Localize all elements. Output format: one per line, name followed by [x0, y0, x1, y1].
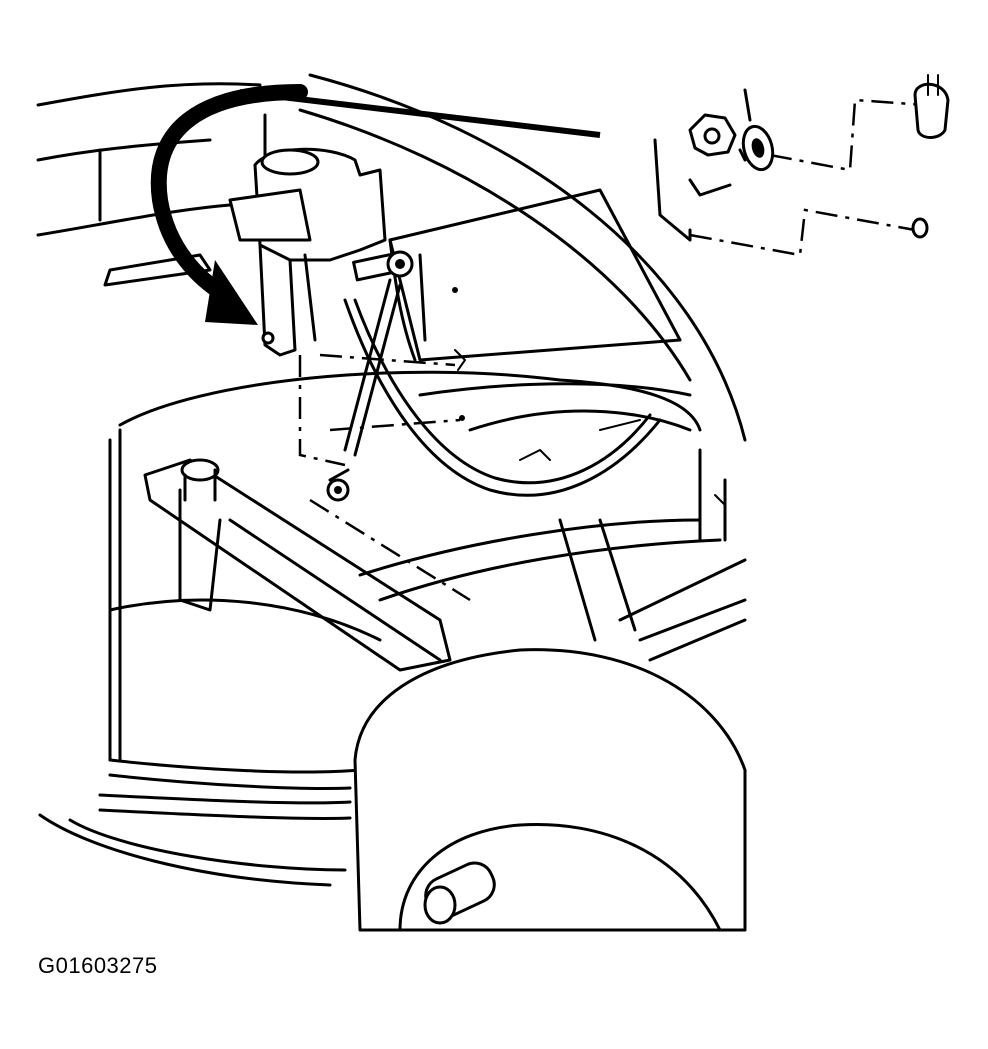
- spring-seat: [38, 598, 382, 887]
- height-sensor: [228, 147, 414, 357]
- fender-panel: [36, 73, 747, 442]
- detail-inset: [653, 74, 950, 257]
- direction-arrow-icon: [150, 84, 601, 325]
- figure-id-label: G01603275: [38, 953, 158, 978]
- washer-icon: [738, 124, 775, 172]
- clip-icon: [911, 217, 929, 239]
- sensor-link: [326, 278, 402, 502]
- upper-control-arm: [103, 253, 702, 762]
- stud-icon: [913, 74, 950, 139]
- nut-icon: [688, 113, 737, 157]
- wheel-hub: [353, 648, 747, 932]
- lower-control-arm: [143, 458, 452, 672]
- cross-member: [358, 448, 747, 662]
- inner-fender: [388, 188, 682, 362]
- sensor-bracket: [298, 349, 471, 602]
- wiring-harness: [343, 298, 662, 497]
